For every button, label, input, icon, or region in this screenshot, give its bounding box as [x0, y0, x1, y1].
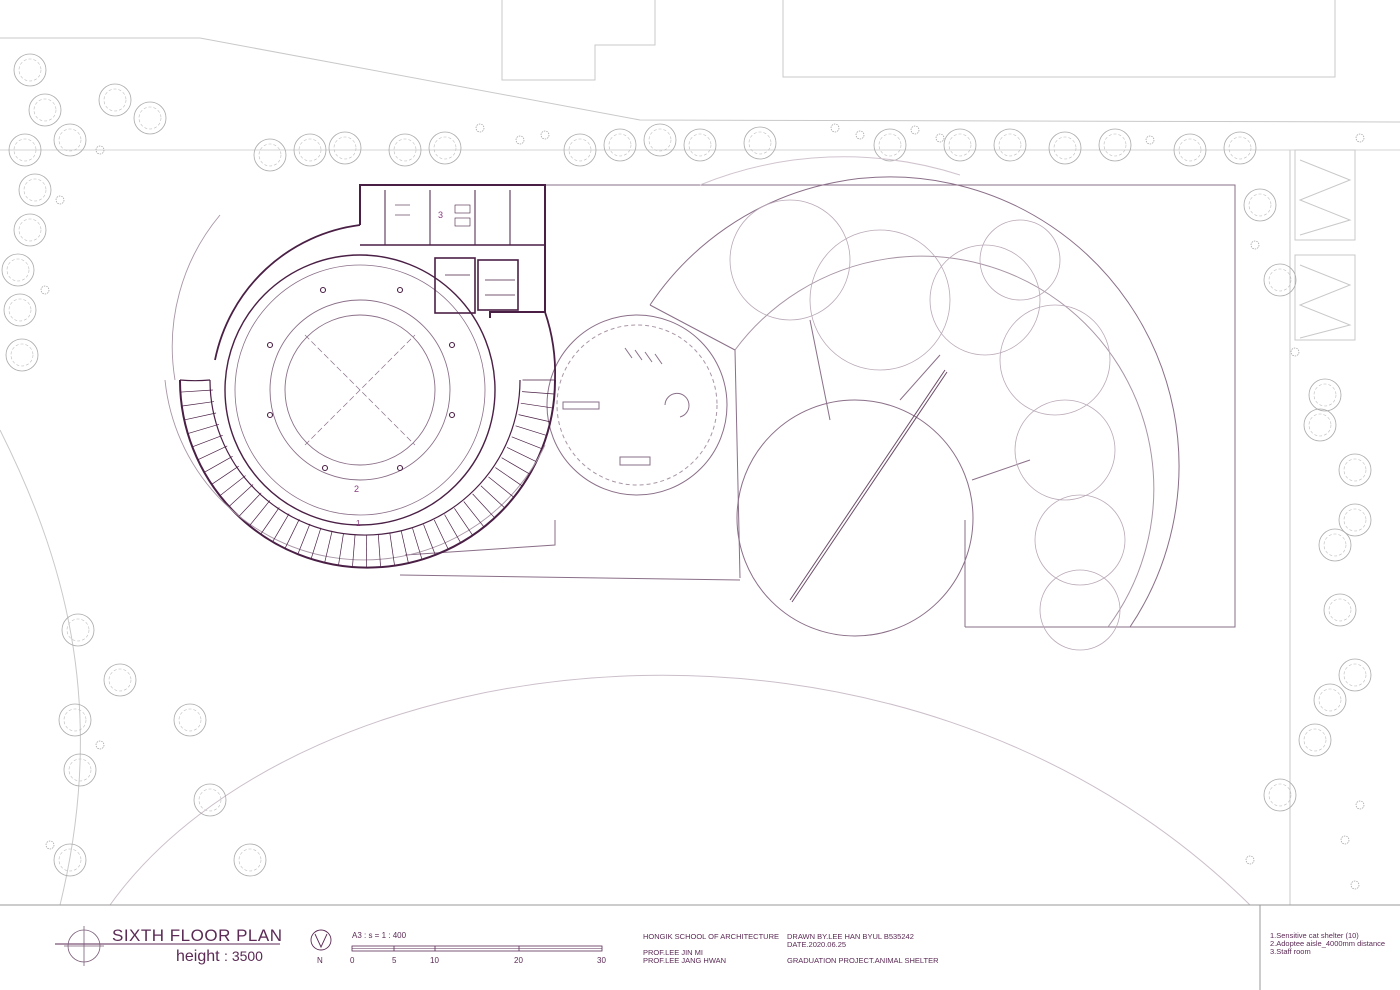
cat-shelter-ring: [164, 214, 556, 569]
height-word: height: [176, 948, 220, 965]
cat-cell-divider: [182, 401, 215, 407]
cat-cell-divider: [238, 492, 262, 517]
cat-cell-divider: [463, 501, 484, 527]
cat-cell-divider: [501, 457, 530, 475]
cat-cell-divider: [284, 519, 300, 549]
height-value: : 3500: [224, 948, 263, 964]
cat-cell-divider: [400, 531, 409, 563]
cat-cell-divider: [506, 447, 537, 462]
title-block-frame: [0, 904, 1400, 990]
legend-item-2: 2.Adoptee aisle_4000mm distance: [1270, 939, 1386, 948]
scale-tick-0: 0: [350, 956, 355, 965]
shrubs: [40, 123, 1365, 890]
cat-cell-divider: [229, 484, 254, 507]
cat-cells: [180, 379, 555, 567]
drawing-date: DATE.2020.06.25: [787, 940, 847, 949]
cat-cell-divider: [324, 530, 333, 563]
north-label: N: [317, 956, 323, 965]
cat-cell-divider: [188, 423, 220, 434]
site-context: [0, 0, 1400, 906]
cat-cell-divider: [310, 527, 322, 559]
cat-cell-divider: [249, 500, 271, 526]
cat-cell-divider: [444, 514, 461, 543]
cat-cell-divider: [198, 445, 228, 460]
cat-cell-divider: [511, 436, 542, 449]
drawing-title: SIXTH FLOOR PLAN: [112, 926, 283, 945]
cat-cell-divider: [472, 493, 495, 518]
cat-cell-divider: [192, 434, 223, 448]
cat-cell-divider: [480, 485, 505, 508]
north-arrow-icon: [310, 929, 332, 951]
room-number-1: 1: [356, 519, 361, 528]
professor-2: PROF.LEE JANG HWAN: [643, 956, 727, 965]
courtyard-circles: [729, 199, 1126, 651]
professor-1: PROF.LEE JIN MI: [643, 948, 704, 957]
cat-cell-divider: [272, 513, 290, 542]
scale-tick-20: 20: [514, 956, 523, 965]
tree-canopy: [1, 53, 1372, 877]
legend-item-1: 1.Sensitive cat shelter (10): [1270, 931, 1359, 940]
scale-tick-10: 10: [430, 956, 439, 965]
project-name: GRADUATION PROJECT.ANIMAL SHELTER: [787, 956, 939, 965]
scale-tick-5: 5: [392, 956, 397, 965]
cat-cell-divider: [184, 412, 217, 421]
cat-cell-divider: [352, 534, 356, 567]
cat-cell-divider: [338, 533, 344, 565]
central-rotunda: [399, 314, 741, 581]
cat-cell-divider: [260, 507, 280, 534]
cat-cell-divider: [412, 528, 423, 560]
cat-cell-divider: [522, 391, 554, 395]
cat-cell-divider: [211, 465, 239, 485]
room-number-2: 2: [354, 484, 359, 494]
scale-bar: [351, 945, 603, 952]
compass-icon: [64, 926, 104, 966]
building-east-wing: [545, 156, 1236, 637]
cat-cell-divider: [389, 533, 395, 566]
cat-cell-divider: [520, 402, 553, 409]
cat-cell-divider: [454, 508, 473, 536]
cat-cell-divider: [433, 519, 449, 549]
cat-cell-divider: [220, 475, 246, 496]
legend-item-3: 3.Staff room: [1270, 947, 1311, 956]
cat-cell-divider: [495, 467, 522, 486]
cat-cell-divider: [423, 524, 436, 555]
scale-text: A3 : s = 1 : 400: [352, 931, 407, 940]
service-core: [359, 184, 546, 318]
cat-cell-divider: [488, 476, 514, 498]
cat-cell-divider: [377, 534, 381, 567]
height-label: height : 3500: [176, 948, 263, 966]
scale-tick-30: 30: [597, 956, 606, 965]
cat-cell-divider: [180, 389, 213, 393]
cat-cell-divider: [297, 523, 311, 554]
cat-cell-divider: [515, 425, 547, 436]
school-name: HONGIK SCHOOL OF ARCHITECTURE: [643, 932, 779, 941]
room-number-3: 3: [438, 210, 443, 220]
cat-cell-divider: [204, 456, 233, 473]
cat-cell-divider: [518, 414, 550, 423]
drawn-by: DRAWN BY.LEE HAN BYUL B535242: [787, 932, 914, 941]
